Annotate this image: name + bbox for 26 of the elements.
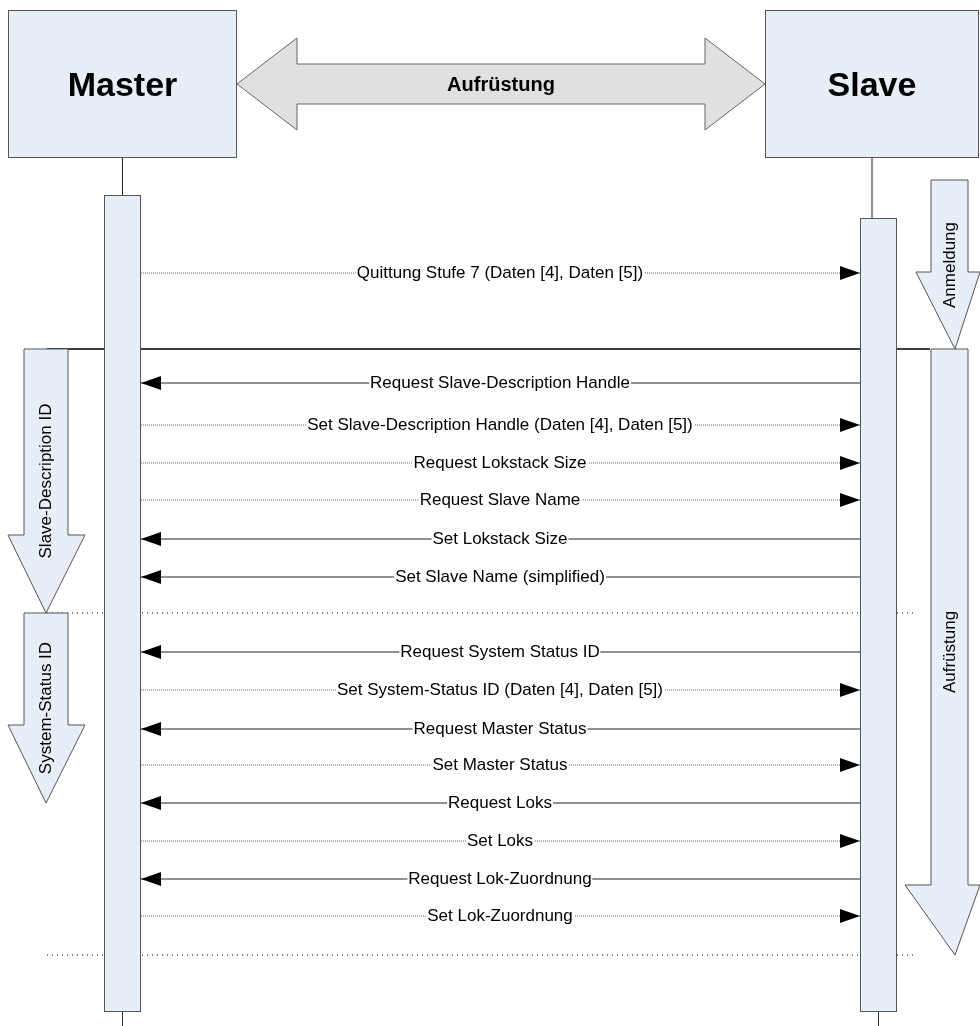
message-label: Set Slave-Description Handle (Daten [4], Daten [5])	[306, 415, 694, 435]
message-label: Quittung Stufe 7 (Daten [4], Daten [5])	[355, 263, 645, 283]
phase-label: Anmeldung	[939, 221, 960, 308]
lifeline-box	[8, 10, 237, 158]
message-label: Request Master Status	[412, 719, 588, 739]
message-label: Request Slave-Description Handle	[369, 373, 631, 393]
double-block-arrow	[236, 37, 766, 131]
lifeline-box	[765, 10, 979, 158]
phase-label: Aufrüstung	[939, 610, 960, 694]
participant-name: Slave	[827, 64, 917, 104]
activation-bar	[860, 218, 897, 1012]
message-label: Request Lokstack Size	[412, 453, 588, 473]
phase-label: Slave-Description ID	[36, 403, 56, 559]
edge-label: Aufrüstung	[447, 72, 555, 96]
participant-name: Master	[67, 64, 178, 104]
message-label: Set Slave Name (simplified)	[394, 567, 606, 587]
lifeline	[871, 157, 873, 219]
message-label: Request Lok-Zuordnung	[407, 869, 593, 889]
message-label: Request System Status ID	[399, 642, 601, 662]
message-label: Set Lok-Zuordnung	[426, 906, 574, 926]
message-label: Request Loks	[447, 793, 553, 813]
lifeline	[122, 157, 123, 196]
activation-bar	[104, 195, 141, 1012]
message-label: Set System-Status ID (Daten [4], Daten [5])	[336, 680, 664, 700]
message-label: Request Slave Name	[418, 490, 582, 510]
phase-label: System-Status ID	[36, 641, 56, 775]
